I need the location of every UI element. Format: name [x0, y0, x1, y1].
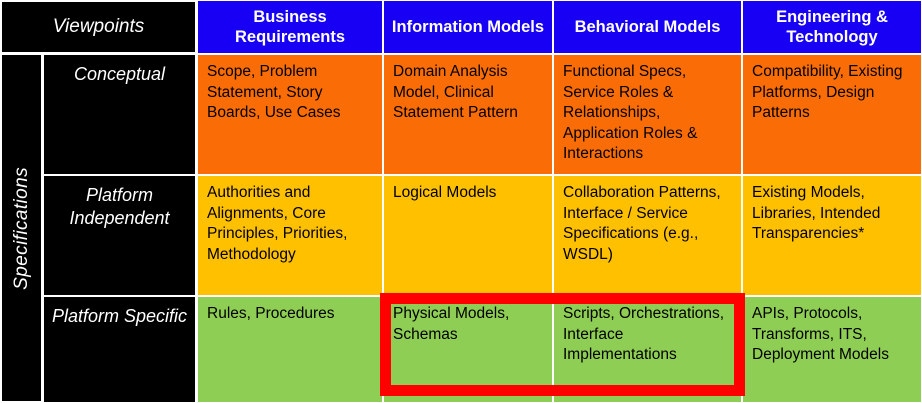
cell-platform-independent-information-models: Logical Models [383, 175, 553, 296]
cell-platform-independent-business-requirements: Authorities and Alignments, Core Princip… [197, 175, 383, 296]
cell-platform-independent-engineering-technology: Existing Models, Libraries, Intended Tra… [742, 175, 922, 296]
cell-conceptual-behavioral-models: Functional Specs, Service Roles & Relati… [553, 54, 742, 175]
row-header-platform-independent: Platform Independent [43, 175, 197, 296]
cell-conceptual-engineering-technology: Compatibility, Existing Platforms, Desig… [742, 54, 922, 175]
cell-conceptual-information-models: Domain Analysis Model, Clinical Statemen… [383, 54, 553, 175]
cell-platform-specific-information-models: Physical Models, Schemas [383, 296, 553, 403]
cell-platform-specific-behavioral-models: Scripts, Orchestrations, Interface Imple… [553, 296, 742, 403]
row-header-platform-specific: Platform Specific [43, 296, 197, 403]
cell-platform-specific-business-requirements: Rules, Procedures [197, 296, 383, 403]
column-header-information-models: Information Models [383, 0, 553, 54]
specifications-spine: Specifications [0, 54, 43, 403]
cell-conceptual-business-requirements: Scope, Problem Statement, Story Boards, … [197, 54, 383, 175]
specifications-spine-label: Specifications [10, 166, 32, 290]
viewpoints-corner-header: Viewpoints [0, 0, 197, 54]
column-header-engineering-technology: Engineering & Technology [742, 0, 922, 54]
cell-platform-independent-behavioral-models: Collaboration Patterns, Interface / Serv… [553, 175, 742, 296]
column-header-behavioral-models: Behavioral Models [553, 0, 742, 54]
cell-platform-specific-engineering-technology: APIs, Protocols, Transforms, ITS, Deploy… [742, 296, 922, 403]
column-header-business-requirements: Business Requirements [197, 0, 383, 54]
row-header-conceptual: Conceptual [43, 54, 197, 175]
